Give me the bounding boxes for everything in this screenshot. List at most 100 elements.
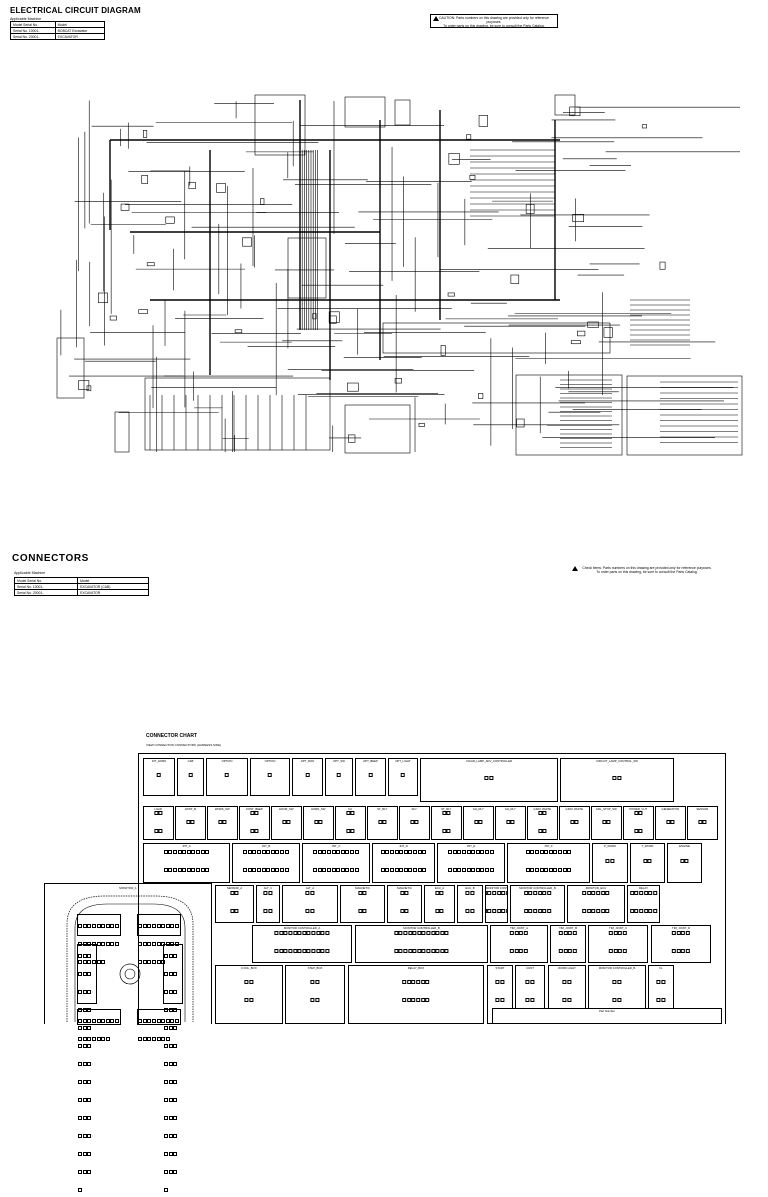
pin-cell <box>92 1018 97 1023</box>
pin-cell <box>172 867 177 872</box>
pin-cell <box>528 891 533 896</box>
pin-cell <box>293 949 298 954</box>
connector-box: RLY <box>399 806 430 840</box>
pin-cell <box>78 971 83 976</box>
connector-box: TIM_JOINT_B <box>550 925 586 963</box>
pin-cell <box>87 1036 92 1041</box>
pin-cell <box>78 1079 83 1084</box>
pin-cell <box>274 949 279 954</box>
pin-cell <box>96 1018 101 1023</box>
connector-label: RLY <box>411 808 417 811</box>
pin-cell <box>661 997 666 1002</box>
pin-cell <box>486 909 487 914</box>
pin-cell <box>234 909 239 914</box>
pin-cell <box>249 997 254 1002</box>
table-cell: Serial No. 20001- <box>13 589 79 596</box>
pin-cell <box>601 819 606 824</box>
pin-cell <box>350 810 355 815</box>
diagram-notice: CAUTION: Parts numbers on this drawing a… <box>430 14 558 28</box>
monitor-connector <box>77 944 97 1192</box>
pin-cell <box>115 941 120 946</box>
pin-cell <box>562 979 567 984</box>
pin-cell <box>325 949 330 954</box>
pin-cell <box>622 949 627 954</box>
pin-cell <box>190 819 195 824</box>
pin-cell <box>643 909 648 914</box>
pin-cell <box>147 1036 152 1041</box>
pin-cell <box>254 810 259 815</box>
pin-cell <box>310 979 315 984</box>
pin-cell <box>164 1151 169 1156</box>
pin-cell <box>82 1036 87 1041</box>
pin-cell <box>243 849 248 854</box>
pin-cell <box>525 867 530 872</box>
pin-cell <box>537 810 542 815</box>
pin-cell <box>280 867 285 872</box>
pin-cell <box>105 923 110 928</box>
pin-cell <box>168 1133 173 1138</box>
connector-pin-icon <box>281 811 291 829</box>
pin-cell <box>172 849 177 854</box>
pin-cell <box>152 941 157 946</box>
connector-pin-icon <box>249 807 259 838</box>
pin-cell <box>510 931 515 936</box>
connector-label: OPT_LIGHT <box>395 760 411 763</box>
pin-cell <box>164 989 169 994</box>
pin-cell <box>478 819 483 824</box>
pin-cell <box>142 923 147 928</box>
connector-label: RELAY_BOX <box>407 967 425 970</box>
pin-cell <box>681 931 686 936</box>
pin-cell <box>402 979 407 984</box>
connector-label: MAGNETIC <box>355 887 370 890</box>
pin-cell <box>514 949 519 954</box>
schematic-stroke <box>146 262 155 267</box>
pin-cell <box>358 891 363 896</box>
pin-cell <box>394 931 399 936</box>
pin-cell <box>528 909 533 914</box>
connector-pin-icon <box>305 764 310 782</box>
pin-cell <box>263 891 268 896</box>
pin-cell <box>609 949 614 954</box>
schematic-stroke <box>348 434 356 443</box>
pin-cell <box>408 867 413 872</box>
connector-pin-icon <box>368 764 373 782</box>
pin-cell <box>638 828 643 833</box>
pin-cell <box>164 1061 169 1066</box>
schematic-stroke <box>165 216 175 224</box>
connector-box: JNT_A <box>143 843 230 883</box>
pin-cell <box>457 849 462 854</box>
schematic-stroke <box>216 183 226 193</box>
pin-cell <box>310 909 315 914</box>
connector-label: ST_RLY <box>441 808 452 811</box>
schematic-stroke <box>570 340 581 345</box>
pin-cell <box>533 909 538 914</box>
pin-cell <box>173 1169 178 1174</box>
pin-cell <box>249 828 254 833</box>
connector-box: CIGAR_LAMP_ADV_CONTROLLER <box>420 758 558 802</box>
pin-cell <box>261 867 266 872</box>
connector-box: TIM_JOINT_D <box>651 925 711 963</box>
pin-cell <box>444 931 449 936</box>
connector-label: STEP_BOX <box>307 967 323 970</box>
connector-pin-icon <box>525 971 535 1007</box>
pin-cell <box>523 949 528 954</box>
schematic-stroke <box>659 261 666 270</box>
pin-cell <box>559 949 564 954</box>
pin-cell <box>407 979 412 984</box>
pin-cell <box>87 971 92 976</box>
pin-cell <box>249 979 254 984</box>
pin-cell <box>286 819 291 824</box>
pin-cell <box>530 867 535 872</box>
schematic-stroke <box>144 377 331 451</box>
schematic-stroke <box>138 309 149 314</box>
schematic-stroke <box>603 327 613 338</box>
pin-cell <box>87 953 92 958</box>
schematic-stroke <box>418 423 425 427</box>
connector-pin-icon <box>465 886 475 918</box>
pin-cell <box>441 810 446 815</box>
pin-cell <box>163 849 168 854</box>
pin-cell <box>82 1169 87 1174</box>
connector-box: GRL_STOP_SW <box>591 806 622 840</box>
pin-cell <box>110 1018 115 1023</box>
monitor-connector <box>163 944 183 1192</box>
